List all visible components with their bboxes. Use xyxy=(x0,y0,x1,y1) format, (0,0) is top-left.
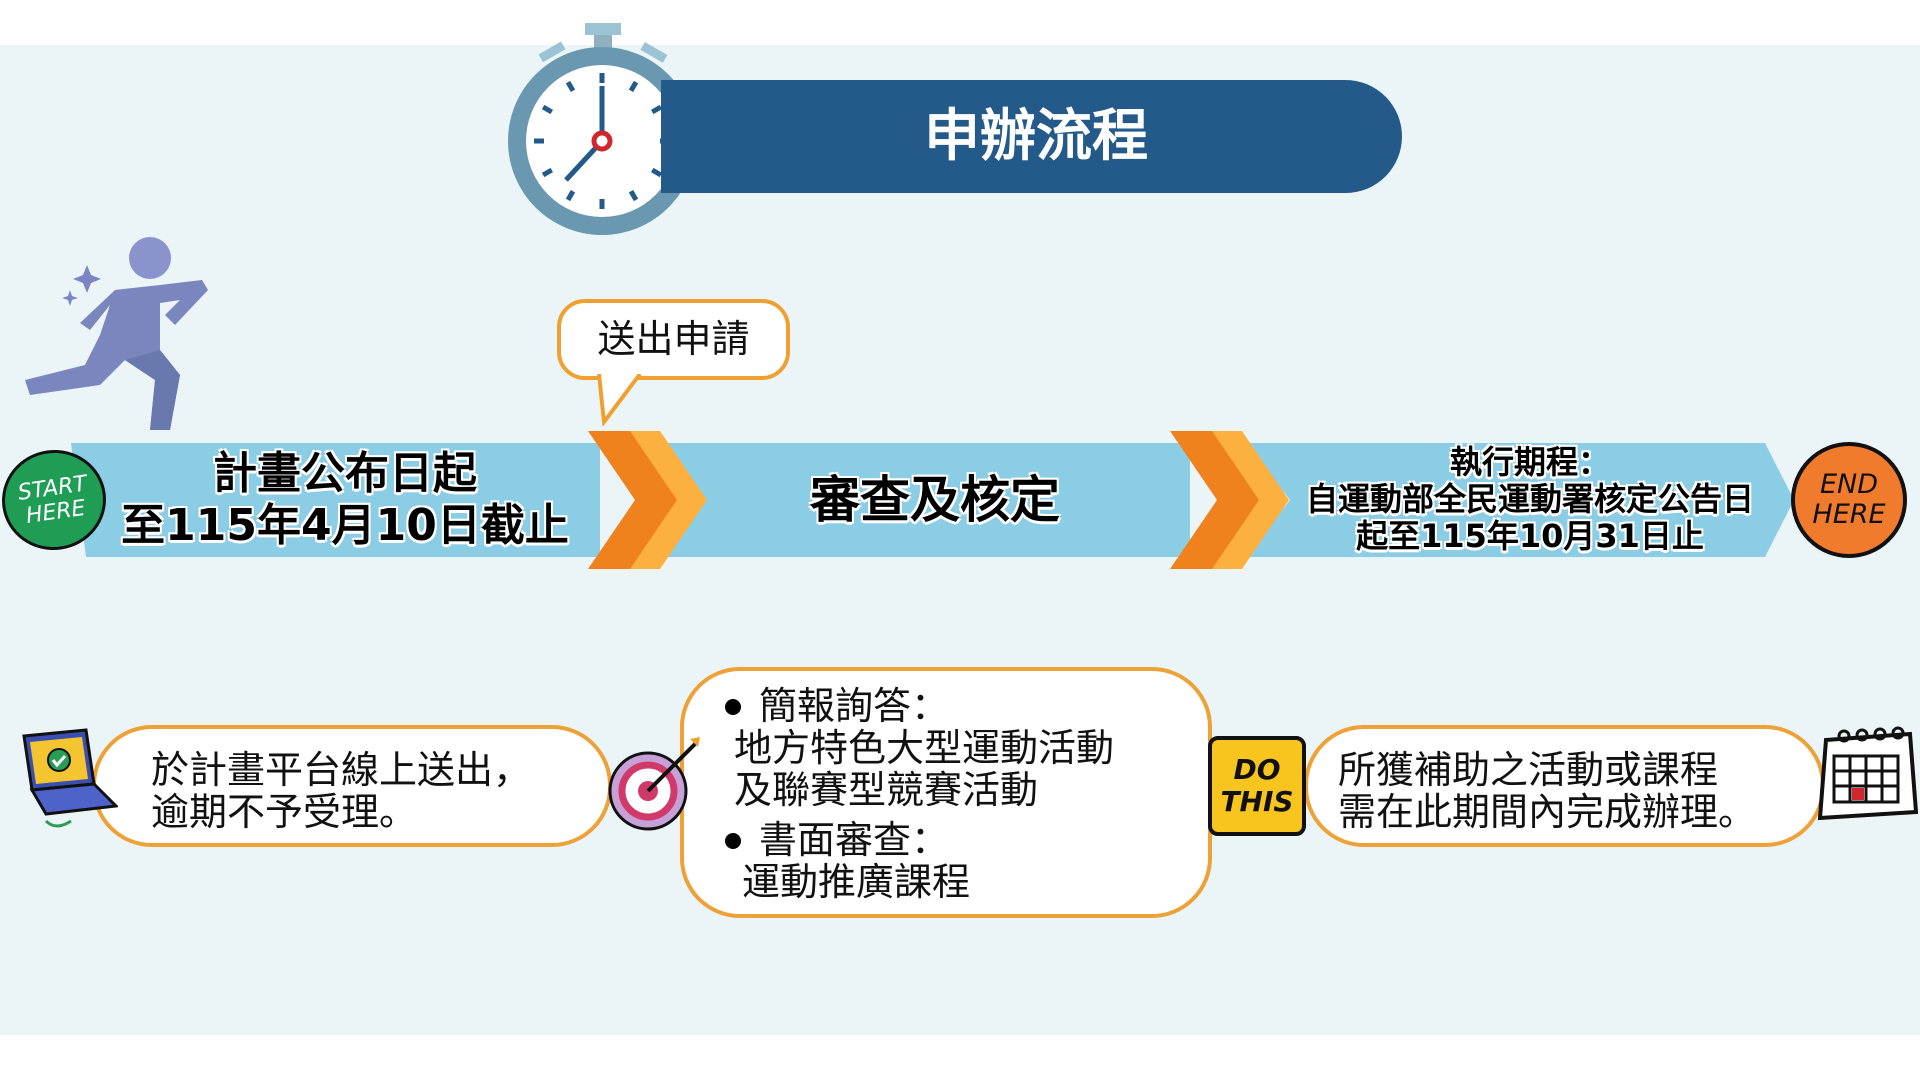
review-note-box: 簡報詢答： 地方特色大型運動活動 及聯賽型競賽活動 書面審查： 運動推廣課程 xyxy=(680,667,1212,918)
review-line: 運動推廣課程 xyxy=(742,860,971,904)
review-line: 地方特色大型運動活動 xyxy=(734,726,1115,770)
execute-note-line-2: 需在此期間內完成辦理。 xyxy=(1338,790,1757,834)
submit-note-line-1: 於計畫平台線上送出， xyxy=(151,748,532,792)
clock-tick xyxy=(541,167,554,178)
clock-tick xyxy=(565,189,576,202)
do-this-line-2: THIS xyxy=(1220,785,1294,818)
target-arrow-icon xyxy=(608,737,700,831)
step-1-text: 計畫公布日起 至115年4月10日截止 xyxy=(110,448,580,552)
step-3-line-2: 自運動部全民運動署核定公告日 xyxy=(1305,480,1754,518)
laptop-check-icon xyxy=(22,728,118,828)
clock-tick xyxy=(628,189,639,202)
step-2-band xyxy=(658,443,1190,557)
clock-tick xyxy=(650,104,663,115)
submit-application-bubble: 送出申請 xyxy=(557,299,790,380)
execute-note-line-1: 所獲補助之活動或課程 xyxy=(1338,748,1719,792)
chevron-1-dark xyxy=(588,431,677,569)
chevron-2-light xyxy=(1200,431,1289,569)
review-line: 及聯賽型競賽活動 xyxy=(734,768,1039,812)
step-1-line-1: 計畫公布日起 xyxy=(213,448,477,499)
calendar-icon xyxy=(1817,726,1918,821)
page-title: 申辦流程 xyxy=(924,104,1148,169)
clock-tick xyxy=(628,80,639,93)
step-3-line-3: 起至115年10月31日止 xyxy=(1356,517,1704,555)
submit-note-line-2: 逾期不予受理。 xyxy=(151,790,418,834)
end-badge-line-1: END xyxy=(1819,469,1879,500)
step-3-text: 執行期程： 自運動部全民運動署核定公告日 起至115年10月31日止 xyxy=(1270,444,1790,555)
do-this-badge: DO THIS xyxy=(1208,736,1306,836)
chevron-1-light xyxy=(618,431,707,569)
runner-icon xyxy=(25,237,208,430)
execute-note-box: 所獲補助之活動或課程 需在此期間內完成辦理。 xyxy=(1304,725,1825,847)
stopwatch-icon xyxy=(508,23,696,235)
chevron-2-dark xyxy=(1170,431,1259,569)
end-here-badge: END HERE xyxy=(1791,442,1907,558)
title-bar xyxy=(661,80,1402,193)
submit-note-box: 於計畫平台線上送出， 逾期不予受理。 xyxy=(92,725,612,847)
clock-tick xyxy=(565,80,576,93)
clock-tick xyxy=(541,104,554,115)
clock-tick xyxy=(650,167,663,178)
step-3-band xyxy=(1246,443,1794,557)
bubble-tail xyxy=(597,374,642,426)
step-2-text: 審查及核定 xyxy=(810,471,1060,529)
end-badge-line-2: HERE xyxy=(1812,499,1886,530)
step-1-band xyxy=(71,443,600,557)
step-1-line-2: 至115年4月10日截止 xyxy=(121,500,569,551)
review-heading-document: 書面審查： xyxy=(725,819,1208,861)
do-this-line-1: DO xyxy=(1233,753,1281,786)
process-ribbon xyxy=(71,431,1794,569)
step-3-line-1: 執行期程： xyxy=(1449,443,1610,481)
review-heading-presentation: 簡報詢答： xyxy=(725,685,1208,727)
